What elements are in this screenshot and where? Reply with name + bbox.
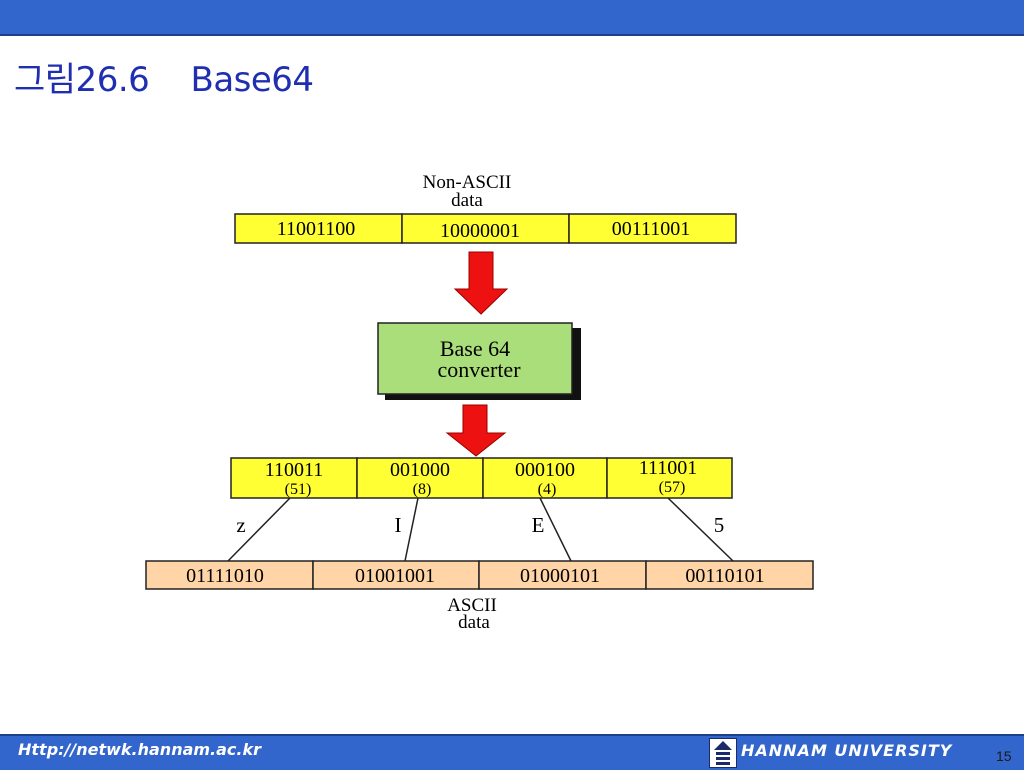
sextet-value-4: (57) xyxy=(659,479,686,496)
page-number: 15 xyxy=(996,748,1012,764)
output-byte-1: 01111010 xyxy=(186,565,264,587)
input-byte-box-3 xyxy=(568,213,737,244)
sextet-bits-1: 110011 xyxy=(265,459,324,481)
mapping-lines xyxy=(227,497,734,562)
sextet-box-4 xyxy=(606,457,733,499)
input-byte-1: 11001100 xyxy=(277,218,356,240)
converter-label-line1: Base 64 xyxy=(440,336,510,361)
input-bytes-row: 11001100 10000001 00111001 xyxy=(234,213,737,244)
char-2: I xyxy=(395,513,402,537)
mapping-line-4 xyxy=(667,497,734,562)
university-name: HANNAM UNIVERSITY xyxy=(741,741,953,760)
input-byte-3: 00111001 xyxy=(612,218,691,240)
output-byte-3: 01000101 xyxy=(520,565,600,587)
mapping-line-3 xyxy=(539,497,572,562)
down-arrow-1 xyxy=(453,251,509,315)
output-byte-box-2 xyxy=(312,560,480,590)
output-label-line2: data xyxy=(458,612,490,633)
sextet-box-3 xyxy=(482,457,608,499)
char-4: 5 xyxy=(714,513,725,537)
converter-label-line2: converter xyxy=(437,357,521,382)
input-byte-2: 10000001 xyxy=(440,220,520,242)
sextets-row: 110011 (51) 001000 (8) 000100 (4) 111001… xyxy=(230,457,733,499)
mapping-line-1 xyxy=(227,497,291,562)
sextet-bits-2: 001000 xyxy=(390,459,450,481)
output-label-line1: ASCII xyxy=(447,595,497,616)
output-bytes-row: 01111010 01001001 01000101 00110101 xyxy=(145,560,814,590)
converter-box xyxy=(377,322,573,395)
output-byte-box-1 xyxy=(145,560,314,590)
sextet-value-2: (8) xyxy=(413,481,432,498)
top-banner xyxy=(0,0,1024,36)
sextet-value-3: (4) xyxy=(538,481,557,498)
footer-url: Http://netwk.hannam.ac.kr xyxy=(18,740,262,759)
input-label-line1: Non-ASCII xyxy=(423,172,512,193)
bottom-banner xyxy=(0,734,1024,770)
sextet-box-2 xyxy=(356,457,484,499)
output-byte-box-3 xyxy=(478,560,647,590)
emblem-graphic xyxy=(714,741,732,765)
char-3: E xyxy=(532,513,545,537)
output-byte-box-4 xyxy=(645,560,814,590)
mapping-line-2 xyxy=(404,497,419,562)
sextet-bits-3: 000100 xyxy=(515,459,575,481)
char-1: z xyxy=(236,513,245,537)
sextet-bits-4: 111001 xyxy=(639,457,698,479)
university-emblem-icon xyxy=(709,738,737,768)
input-byte-box-2 xyxy=(401,213,570,244)
down-arrow-2 xyxy=(445,404,507,457)
output-byte-4: 00110101 xyxy=(685,565,764,587)
input-byte-box-1 xyxy=(234,213,403,244)
output-byte-2: 01001001 xyxy=(355,565,435,587)
input-label-line2: data xyxy=(451,190,483,211)
slide-title: 그림26.6 Base64 xyxy=(14,60,314,100)
sextet-value-1: (51) xyxy=(285,481,312,498)
